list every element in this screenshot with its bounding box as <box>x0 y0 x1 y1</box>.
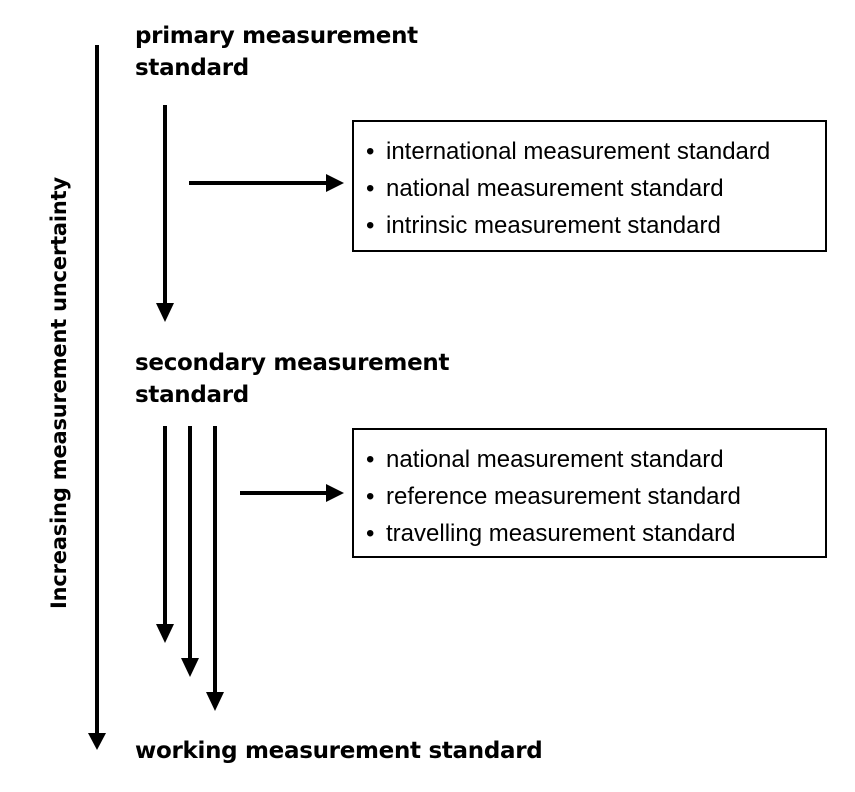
list-item-text: national measurement standard <box>386 446 724 473</box>
list-item: • national measurement standard <box>366 170 825 207</box>
secondary-standards-box: • national measurement standard • referenc… <box>352 428 827 558</box>
uncertainty-axis-label: Increasing measurement uncertainty <box>47 177 71 609</box>
bullet-icon: • <box>366 483 375 510</box>
primary-standard-heading: primary measurement standard <box>135 20 418 84</box>
bullet-icon: • <box>366 175 375 202</box>
working-heading-line1: working measurement standard <box>135 738 543 764</box>
primary-to-box-arrow <box>189 174 344 192</box>
secondary-standards-list: • national measurement standard • referenc… <box>366 441 825 552</box>
bullet-icon: • <box>366 212 375 239</box>
bullet-icon: • <box>366 446 375 473</box>
list-item: • international measurement standard <box>366 133 825 170</box>
secondary-heading-line1: secondary measurement <box>135 350 450 376</box>
list-item: • national measurement standard <box>366 441 825 478</box>
primary-standards-list: • international measurement standard • nat… <box>366 133 825 244</box>
bullet-icon: • <box>366 138 375 165</box>
bullet-icon: • <box>366 520 375 547</box>
working-standard-heading: working measurement standard <box>135 735 543 767</box>
secondary-heading-line2: standard <box>135 382 249 408</box>
list-item: • travelling measurement standard <box>366 515 825 552</box>
list-item-text: reference measurement standard <box>386 483 741 510</box>
secondary-to-working-arrow-1 <box>156 426 174 643</box>
list-item-text: national measurement standard <box>386 175 724 202</box>
secondary-to-box-arrow <box>240 484 344 502</box>
secondary-standard-heading: secondary measurement standard <box>135 347 449 411</box>
list-item-text: travelling measurement standard <box>386 520 736 547</box>
secondary-to-working-arrow-3 <box>206 426 224 711</box>
list-item-text: intrinsic measurement standard <box>386 212 721 239</box>
uncertainty-axis-arrow <box>88 45 106 750</box>
primary-standards-box: • international measurement standard • nat… <box>352 120 827 252</box>
list-item: • reference measurement standard <box>366 478 825 515</box>
secondary-to-working-arrow-2 <box>181 426 199 677</box>
list-item: • intrinsic measurement standard <box>366 207 825 244</box>
primary-heading-line2: standard <box>135 55 249 81</box>
primary-heading-line1: primary measurement <box>135 23 418 49</box>
list-item-text: international measurement standard <box>386 138 771 165</box>
primary-to-secondary-arrow <box>156 105 174 322</box>
